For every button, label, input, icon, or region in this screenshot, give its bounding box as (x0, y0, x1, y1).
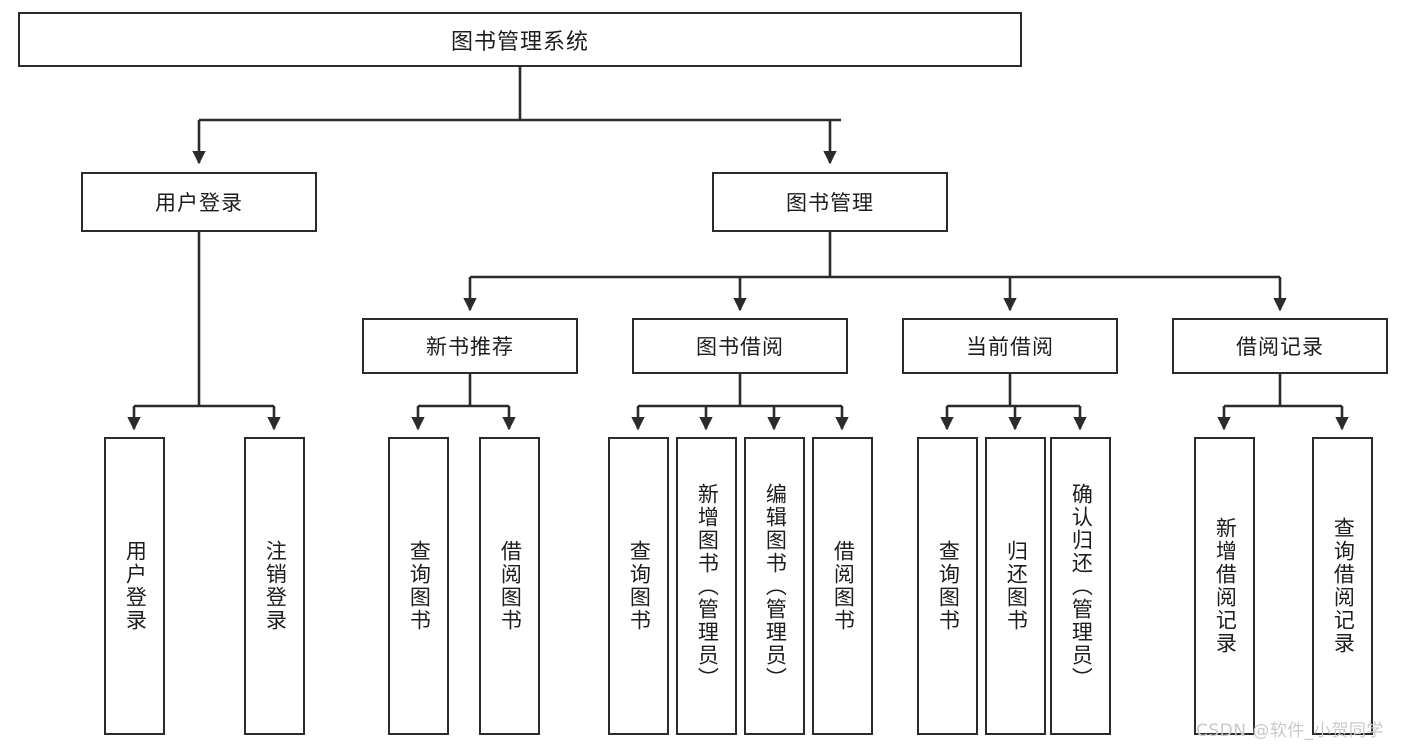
leaf-label: 新增图书（管理员） (695, 482, 720, 690)
csdn-watermark: CSDN @软件_小贺同学 (1196, 716, 1384, 741)
leaf-label: 用户登录 (123, 540, 148, 632)
leaf-label: 注销登录 (263, 540, 288, 632)
leaf-label: 归还图书 (1004, 540, 1029, 632)
node-new-book-recommend[interactable]: 新书推荐 (362, 318, 578, 374)
node-current-borrow[interactable]: 当前借阅 (902, 318, 1118, 374)
leaf-new-book-query[interactable]: 查询图书 (388, 437, 449, 735)
node-label: 用户登录 (155, 191, 243, 215)
leaf-borrow-record-query[interactable]: 查询借阅记录 (1312, 437, 1373, 735)
node-label: 借阅记录 (1236, 335, 1324, 359)
node-label: 图书管理系统 (450, 29, 589, 55)
leaf-label: 查询图书 (936, 540, 961, 632)
node-label: 当前借阅 (966, 335, 1054, 359)
leaf-label: 新增借阅记录 (1213, 517, 1238, 655)
watermark-text: CSDN @软件_小贺同学 (1196, 721, 1384, 741)
node-book-management[interactable]: 图书管理 (712, 172, 948, 232)
node-book-borrow[interactable]: 图书借阅 (632, 318, 848, 374)
leaf-borrow-record-add[interactable]: 新增借阅记录 (1194, 437, 1255, 735)
leaf-label: 确认归还（管理员） (1069, 482, 1094, 690)
leaf-label: 查询图书 (407, 540, 432, 632)
node-borrow-record[interactable]: 借阅记录 (1172, 318, 1388, 374)
leaf-label: 借阅图书 (831, 540, 856, 632)
leaf-user-login-logout[interactable]: 注销登录 (244, 437, 305, 735)
leaf-new-book-borrow[interactable]: 借阅图书 (479, 437, 540, 735)
node-label: 图书管理 (786, 191, 874, 215)
leaf-book-borrow-add[interactable]: 新增图书（管理员） (676, 437, 737, 735)
leaf-current-borrow-return[interactable]: 归还图书 (985, 437, 1046, 735)
leaf-label: 编辑图书（管理员） (763, 482, 788, 690)
leaf-label: 查询借阅记录 (1331, 517, 1356, 655)
node-label: 图书借阅 (696, 335, 784, 359)
node-label: 新书推荐 (426, 335, 514, 359)
leaf-book-borrow-borrow[interactable]: 借阅图书 (812, 437, 873, 735)
node-root-system[interactable]: 图书管理系统 (18, 12, 1022, 67)
leaf-label: 借阅图书 (498, 540, 523, 632)
leaf-book-borrow-query[interactable]: 查询图书 (608, 437, 669, 735)
leaf-book-borrow-edit[interactable]: 编辑图书（管理员） (744, 437, 805, 735)
leaf-user-login-login[interactable]: 用户登录 (104, 437, 165, 735)
leaf-current-borrow-confirm[interactable]: 确认归还（管理员） (1050, 437, 1111, 735)
node-user-login[interactable]: 用户登录 (81, 172, 317, 232)
leaf-current-borrow-query[interactable]: 查询图书 (917, 437, 978, 735)
leaf-label: 查询图书 (627, 540, 652, 632)
